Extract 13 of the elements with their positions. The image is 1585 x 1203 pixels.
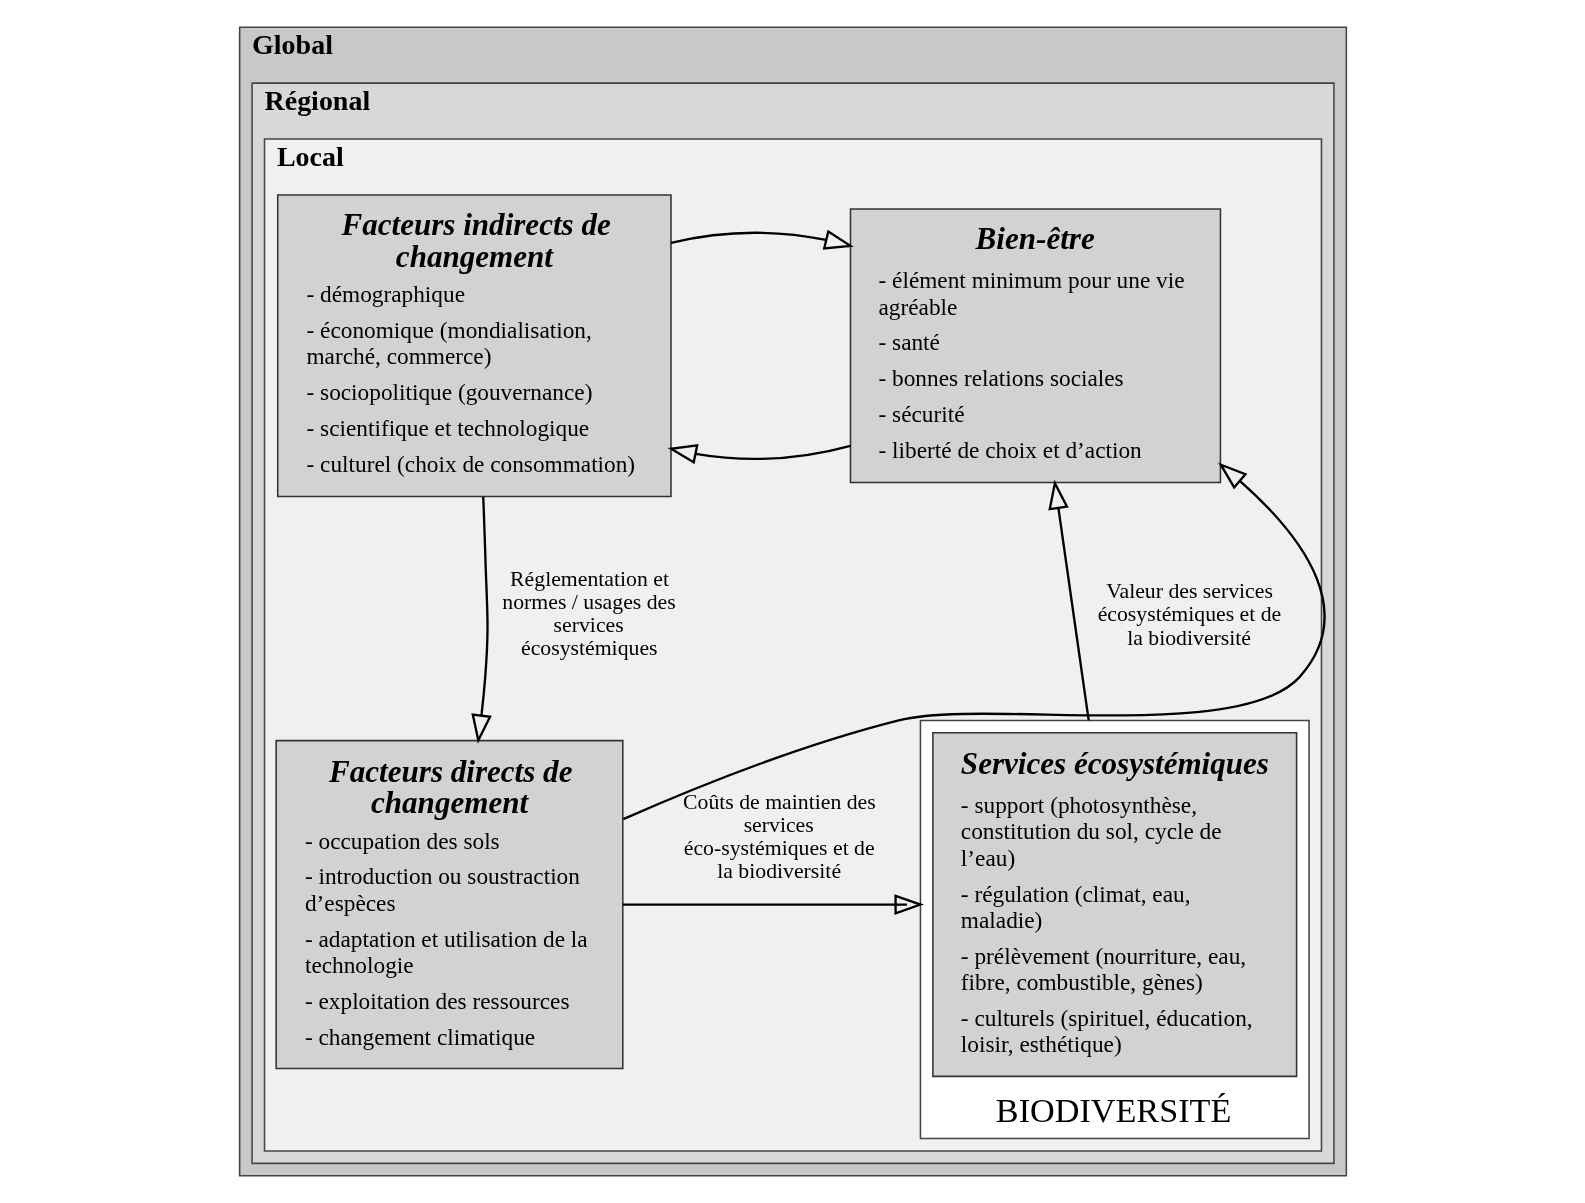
edge-label: Réglementation et normes / usages des services écosystémiques	[501, 566, 676, 661]
arrow	[1047, 479, 1090, 721]
arrow	[670, 229, 854, 250]
edge-label: Coûts de maintien des services éco-systémiques et de la biodiversité	[682, 789, 876, 884]
arrow	[667, 443, 851, 465]
arrow	[470, 496, 492, 744]
node-box: Facteurs directs de changement - occupation des sols - introduction ou soustraction d’espèces - adaptation et utilisation de la technologie - exploitation des ressources - changement climatique	[274, 739, 624, 1070]
edge-label: Valeur des services écosystémiques et de la biodiversité	[1097, 578, 1281, 650]
arrow	[622, 894, 924, 915]
node-box: Facteurs indirects de changement - démographique - économique (mondialisation, marché, commerce) - sociopolitique (gouvernance) - scientifique et technologique - culturel (choix de consommation)	[276, 194, 672, 498]
arrow	[622, 462, 1325, 821]
node-box: Bien-être - élément minimum pour une vie agréable - santé - bonnes relations sociales - sécurité - liberté de choix et d’action	[849, 208, 1221, 484]
node-box: Services écosystémiques - support (photosynthèse, constitution du sol, cycle de l’eau) - régulation (climat, eau, maladie) - prélèvement (nourriture, eau, fibre, combustible, gènes) - culturels (spirituel, éducation, loisir, esthétique)	[931, 732, 1297, 1078]
